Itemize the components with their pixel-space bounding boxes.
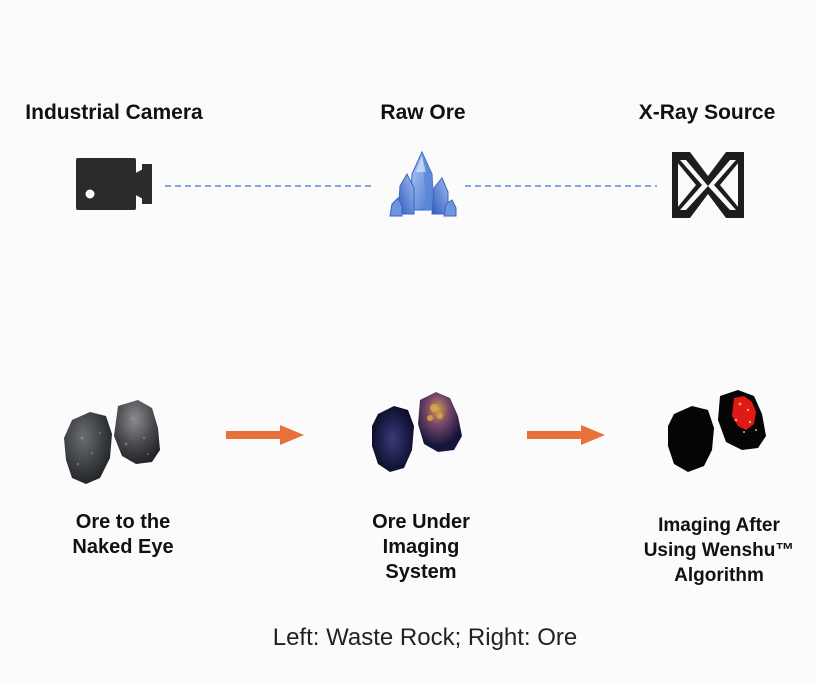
raw-ore-label: Raw Ore <box>380 101 466 124</box>
naked-eye-rocks-image <box>64 400 160 484</box>
stage2-caption: Ore Under Imaging System <box>372 510 470 585</box>
stage3-caption: Imaging After Using Wenshu™ Algorithm <box>644 513 795 588</box>
arrow-right-icon-1 <box>226 425 304 445</box>
stage2-caption-line3: System <box>385 561 457 583</box>
stage2-caption-line2: Imaging <box>382 536 460 558</box>
stage1-caption-line1: Ore to the <box>75 511 171 533</box>
algorithm-result-image <box>668 390 766 472</box>
connector-right <box>465 185 657 187</box>
legend-text: Left: Waste Rock; Right: Ore <box>272 624 578 651</box>
camera-icon <box>76 158 152 210</box>
stage3-caption-line3: Algorithm <box>674 565 764 586</box>
arrow-right-icon-2 <box>527 425 605 445</box>
crystal-icon <box>389 150 457 217</box>
stage2-caption-line1: Ore Under <box>372 511 470 533</box>
stage1-caption-line2: Naked Eye <box>72 536 174 558</box>
stage3-caption-line1: Imaging After <box>658 515 780 536</box>
connector-left <box>165 185 371 187</box>
xray-source-icon <box>672 152 744 218</box>
stage1-caption: Ore to the Naked Eye <box>72 510 173 560</box>
camera-label: Industrial Camera <box>25 101 203 124</box>
xray-source-label: X-Ray Source <box>638 101 776 124</box>
stage3-caption-line2: Using Wenshu™ <box>643 540 795 561</box>
imaging-system-rocks-image <box>372 392 462 472</box>
